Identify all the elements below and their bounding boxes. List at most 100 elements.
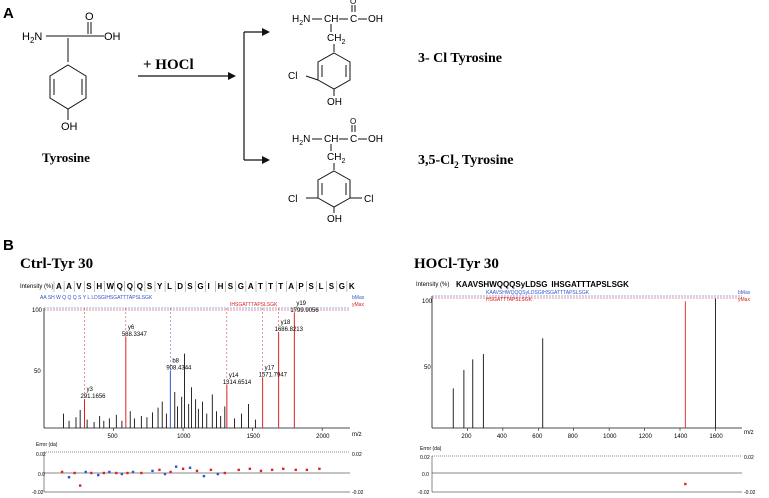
- monochloro-tyrosine-structure: H2N CH C OH O CH2 Cl OH: [288, 0, 383, 108]
- sequence-letter: T: [268, 282, 273, 291]
- x-tick-label: 1500: [247, 434, 261, 440]
- sequence-letter: S: [329, 282, 335, 291]
- x-tick-label: 1400: [674, 434, 688, 440]
- ctrl-ytick-50: 50: [34, 369, 41, 375]
- sequence-letter: V: [76, 282, 82, 291]
- ctrl-error-label: Error (da): [36, 442, 58, 448]
- reaction-arrow-head: [228, 72, 236, 80]
- di-ch-label: CH: [324, 134, 338, 145]
- mono-cl-label: Cl: [288, 71, 297, 82]
- error-point: [158, 468, 161, 472]
- tyrosine-name: Tyrosine: [42, 150, 90, 165]
- error-point: [188, 466, 192, 469]
- sequence-letter: S: [228, 282, 234, 291]
- ctrl-spectrum-title: Ctrl-Tyr 30: [20, 256, 93, 272]
- sequence-letter: A: [288, 282, 294, 291]
- ctrl-x-unit: m/z: [352, 432, 362, 438]
- error-point: [174, 465, 178, 468]
- sequence-letter: Q: [117, 282, 123, 291]
- sequence-letter: S: [147, 282, 153, 291]
- sequence-letter: Y: [157, 282, 163, 291]
- branch-arrow-head-bottom: [262, 156, 270, 164]
- error-point: [259, 469, 263, 473]
- x-tick-label: 2000: [316, 434, 330, 440]
- ctrl-err-tick-mid: 0.0: [38, 472, 45, 478]
- error-point: [102, 471, 106, 475]
- peak-annotation-mz: 1314.6514: [223, 380, 252, 386]
- sequence-letter: A: [66, 282, 72, 291]
- mono-amine-label: H2N: [292, 14, 310, 27]
- sequence-letter: S: [187, 282, 193, 291]
- error-point: [195, 469, 199, 473]
- error-point: [209, 468, 213, 472]
- peak-annotation-ion: y18: [281, 320, 291, 326]
- reagent-label: + HOCl: [143, 57, 194, 73]
- sequence-letter: S: [309, 282, 315, 291]
- tyrosine-acid-oh-label: OH: [104, 31, 121, 43]
- di-cl-left-label: Cl: [288, 194, 297, 205]
- ctrl-intensity-label: Intensity (%): [20, 284, 53, 290]
- hocl-ytick-50: 50: [424, 365, 431, 371]
- panel-a-label: A: [3, 5, 14, 22]
- peak-annotation-ion: y14: [229, 373, 239, 379]
- hocl-error-plot: [431, 455, 742, 493]
- sequence-letter: A: [56, 282, 62, 291]
- sequence-letter: L: [167, 282, 172, 291]
- sequence-letter: P: [298, 282, 304, 291]
- ctrl-ion-seq-b: AA SH W Q Q Q S Y L LDSGIHSGATTTAPSLSGK: [40, 295, 153, 301]
- error-point: [97, 473, 100, 477]
- peak-annotation-mz: 588.3347: [122, 332, 148, 338]
- error-point: [151, 469, 154, 473]
- error-point: [67, 476, 71, 479]
- error-point: [248, 467, 252, 470]
- error-point: [78, 484, 82, 487]
- error-point: [294, 468, 297, 472]
- peak-annotation-mz: 1799.9056: [290, 308, 319, 314]
- branch-bracket: [243, 31, 262, 161]
- error-point: [684, 482, 687, 486]
- hocl-x-unit: m/z: [744, 430, 754, 436]
- hocl-intensity-label: Intensity (%): [416, 282, 449, 288]
- hocl-err-tick-top: 0.02: [420, 455, 430, 461]
- error-point: [282, 467, 285, 470]
- sequence-letter: G: [197, 282, 203, 291]
- mono-ch2-label: CH2: [327, 33, 345, 46]
- hocl-ymax-label: yMax: [738, 297, 750, 303]
- error-point: [90, 471, 93, 475]
- hocl-ion-seq-b: KAAVSHWQQQSyLDSGIHSGATTTAPSLSGK: [486, 290, 590, 296]
- di-phenol-oh-label: OH: [327, 214, 342, 225]
- ctrl-err-tick-right-bot: -0.02: [352, 490, 364, 496]
- x-tick-label: 1200: [639, 434, 653, 440]
- di-carbonyl-o-label: O: [350, 117, 356, 126]
- hocl-err-tick-mid: 0.0: [422, 472, 429, 478]
- di-amine-label: H2N: [292, 134, 310, 147]
- panel-b-label: B: [3, 237, 14, 254]
- hocl-error-label: Error (da): [420, 446, 442, 452]
- error-point: [140, 471, 143, 475]
- sequence-letter: W: [107, 282, 115, 291]
- x-tick-label: 500: [108, 434, 119, 440]
- peak-annotation-mz: 1686.8213: [275, 327, 304, 333]
- peak-annotation-ion: y19: [296, 301, 306, 307]
- x-tick-label: 200: [461, 434, 472, 440]
- error-point: [223, 471, 227, 475]
- hocl-bmax-label: bMax: [738, 290, 751, 296]
- branch-arrow-head-top: [262, 28, 270, 36]
- sequence-letter: L: [319, 282, 324, 291]
- error-point: [60, 470, 64, 474]
- x-tick-label: 600: [532, 434, 543, 440]
- x-tick-label: 800: [568, 434, 579, 440]
- ctrl-error-plot: [43, 451, 350, 493]
- peak-annotation-ion: y6: [128, 325, 135, 331]
- ctrl-err-tick-bot: -0.02: [32, 490, 44, 496]
- peak-annotation-ion: y3: [86, 387, 93, 393]
- hocl-ion-seq-y: HSGATTTAPSLSGK: [486, 297, 533, 303]
- hocl-err-tick-bot: -0.02: [418, 490, 430, 496]
- tyrosine-phenol-oh-label: OH: [61, 121, 78, 133]
- peak-annotation-mz: 1571.7947: [259, 373, 288, 379]
- ctrl-err-tick-right-top: 0.02: [352, 452, 362, 458]
